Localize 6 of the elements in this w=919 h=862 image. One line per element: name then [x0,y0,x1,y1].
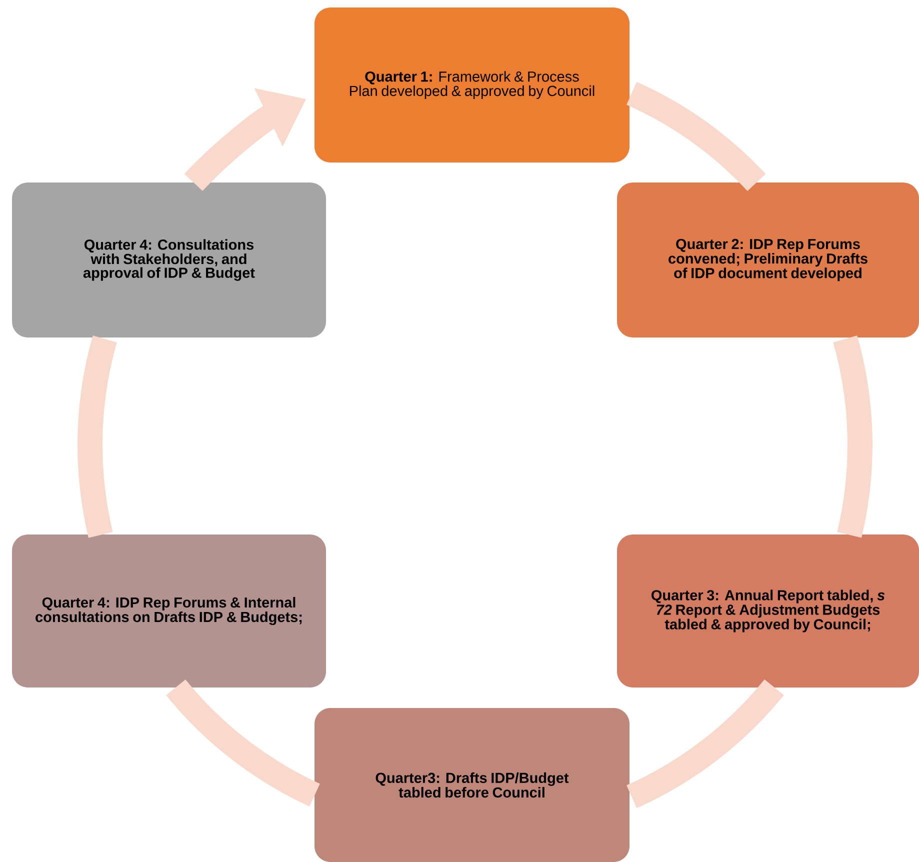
process-box: Quarter3: Drafts IDP/Budget tabled before Council [314,708,630,862]
process-box: Quarter 1: Framework & Process Plan developed & approved by Council [314,8,630,162]
process-box: Quarter 4: Consultations with Stakeholders, and approval of IDP & Budget [12,182,326,338]
process-box: Quarter 3: Annual Report tabled, s 72 Report & Adjustment Budgets tabled & approved by Council; [617,534,919,688]
process-box: Quarter 2: IDP Rep Forums convened; Preliminary Drafts of IDP document developed [617,182,919,338]
process-box: Quarter 4: IDP Rep Forums & Internal consultations on Drafts IDP & Budgets; [12,534,326,688]
